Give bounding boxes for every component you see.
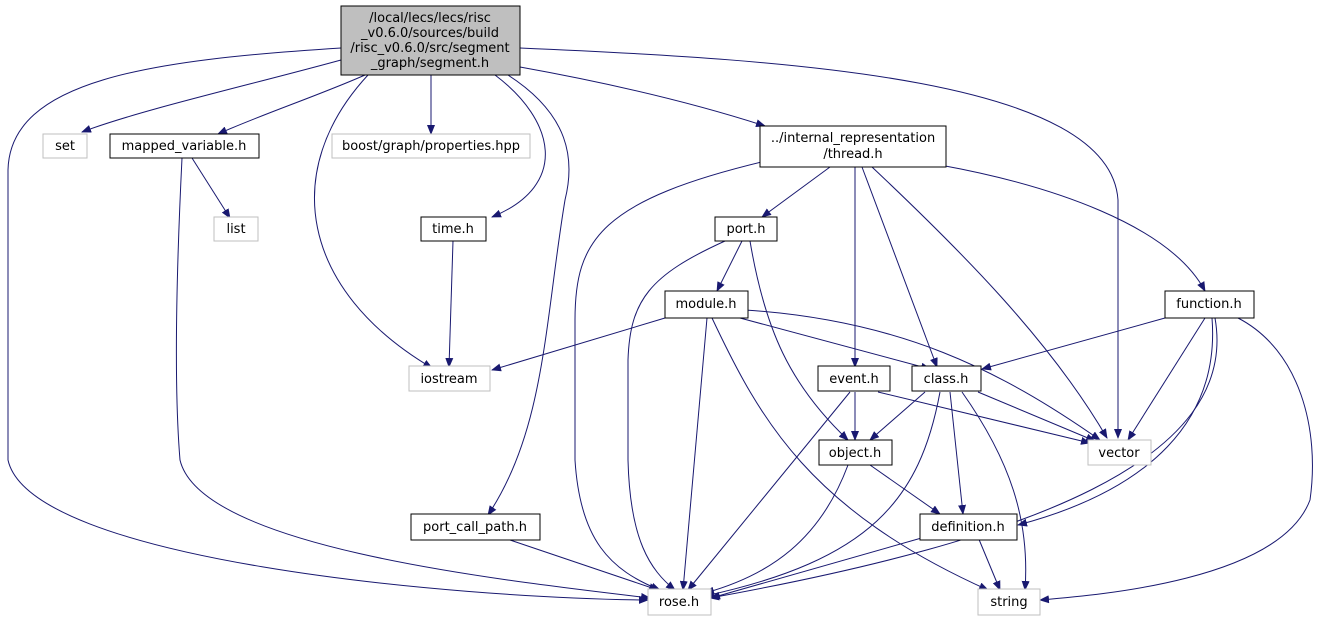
node-vector[interactable]: vector <box>1087 439 1152 466</box>
edge-segment-to-set <box>81 59 342 133</box>
edge-event-to-vector <box>877 391 1091 445</box>
node-string[interactable]: string <box>977 588 1041 616</box>
edge-module-to-class <box>739 317 931 371</box>
edge-thread-to-vector <box>871 166 1108 439</box>
edge-module-to-rose <box>679 317 708 591</box>
edge-segment-to-mapped-variable <box>217 74 366 135</box>
edge-port-to-rose <box>627 240 726 591</box>
edge-segment-to-iostream <box>314 74 433 369</box>
node-mapped-variable-h[interactable]: mapped_variable.h <box>109 133 260 159</box>
node-label: object.h <box>829 446 881 461</box>
edge-module-to-vector <box>744 309 1101 441</box>
node-port-h[interactable]: port.h <box>714 216 778 242</box>
node-port-call-path-h[interactable]: port_call_path.h <box>410 513 541 541</box>
edge-class-to-rose <box>704 391 941 598</box>
node-time-h[interactable]: time.h <box>420 216 487 242</box>
node-label: set <box>55 139 75 154</box>
node-label: time.h <box>432 222 474 237</box>
node-function-h[interactable]: function.h <box>1164 290 1255 319</box>
node-label: /local/lecs/lecs/risc <box>369 11 491 26</box>
edge-segment-to-vector <box>519 47 1122 439</box>
edge-definition-to-rose <box>710 536 926 600</box>
edge-thread-to-rose <box>574 159 771 591</box>
edge-module-to-string <box>711 317 989 591</box>
node-object-h[interactable]: object.h <box>818 439 893 466</box>
node-label: /thread.h <box>823 147 882 162</box>
edge-function-to-definition <box>1017 317 1214 527</box>
edge-function-to-string <box>1039 317 1313 604</box>
edge-thread-to-function <box>939 164 1206 292</box>
edge-port-to-module <box>716 240 743 292</box>
edge-class-to-object <box>869 391 926 441</box>
node-label: definition.h <box>931 520 1005 535</box>
edge-class-to-vector <box>977 391 1096 442</box>
node-label: _graph/segment.h <box>370 56 489 71</box>
edge-object-to-definition <box>869 464 941 515</box>
node-label: list <box>226 222 245 237</box>
edge-definition-to-string <box>977 536 1001 591</box>
node-set[interactable]: set <box>42 133 88 159</box>
edge-segment-to-thread <box>519 66 766 128</box>
node-module-h[interactable]: module.h <box>664 290 749 319</box>
node-event-h[interactable]: event.h <box>817 365 891 392</box>
edge-segment-to-rose <box>7 47 649 604</box>
node-label: event.h <box>829 372 878 387</box>
node-label: /risc_v0.6.0/src/segment <box>350 41 509 56</box>
node-label: rose.h <box>659 595 699 610</box>
edge-time-to-iostream <box>445 240 454 368</box>
edge-module-to-iostream <box>491 317 666 372</box>
edge-class-to-definition <box>949 391 967 515</box>
node-list[interactable]: list <box>213 216 259 242</box>
edge-port-call-path-to-rose <box>509 539 659 591</box>
node-iostream[interactable]: iostream <box>408 365 491 392</box>
edge-function-to-class <box>981 317 1166 371</box>
node-boost-graph-properties-hpp[interactable]: boost/graph/properties.hpp <box>331 133 531 159</box>
node-label: function.h <box>1176 297 1241 312</box>
node-label: ../internal_representation <box>771 131 935 146</box>
edge-thread-to-port <box>761 166 831 218</box>
node-label: class.h <box>924 372 969 387</box>
edge-object-to-rose <box>704 464 849 595</box>
edge-function-to-rose <box>709 317 1218 601</box>
edge-mapped-variable-to-list <box>191 157 231 219</box>
edge-segment-to-time <box>491 74 546 218</box>
edge-segment-to-port-call-path <box>487 74 570 516</box>
node-label: mapped_variable.h <box>122 139 247 154</box>
node-label: string <box>990 595 1027 610</box>
node-rose-h[interactable]: rose.h <box>647 588 712 616</box>
node-label: port_call_path.h <box>423 520 527 535</box>
node-segment-h[interactable]: /local/lecs/lecs/risc _v0.6.0/sources/bu… <box>340 5 521 76</box>
edge-thread-to-class <box>861 166 938 368</box>
edge-event-to-rose <box>687 391 851 591</box>
node-label: _v0.6.0/sources/build <box>360 26 499 41</box>
edge-class-to-string <box>961 391 1030 591</box>
node-label: iostream <box>420 372 477 387</box>
edge-function-to-vector <box>1127 317 1206 441</box>
node-label: port.h <box>726 222 765 237</box>
node-label: vector <box>1098 446 1140 461</box>
edge-port-to-object <box>749 240 849 441</box>
node-thread-h[interactable]: ../internal_representation /thread.h <box>759 125 947 168</box>
edge-mapped-variable-to-rose <box>175 157 651 601</box>
node-class-h[interactable]: class.h <box>911 365 982 392</box>
node-label: boost/graph/properties.hpp <box>342 139 520 154</box>
node-label: module.h <box>675 297 736 312</box>
node-definition-h[interactable]: definition.h <box>919 513 1018 541</box>
